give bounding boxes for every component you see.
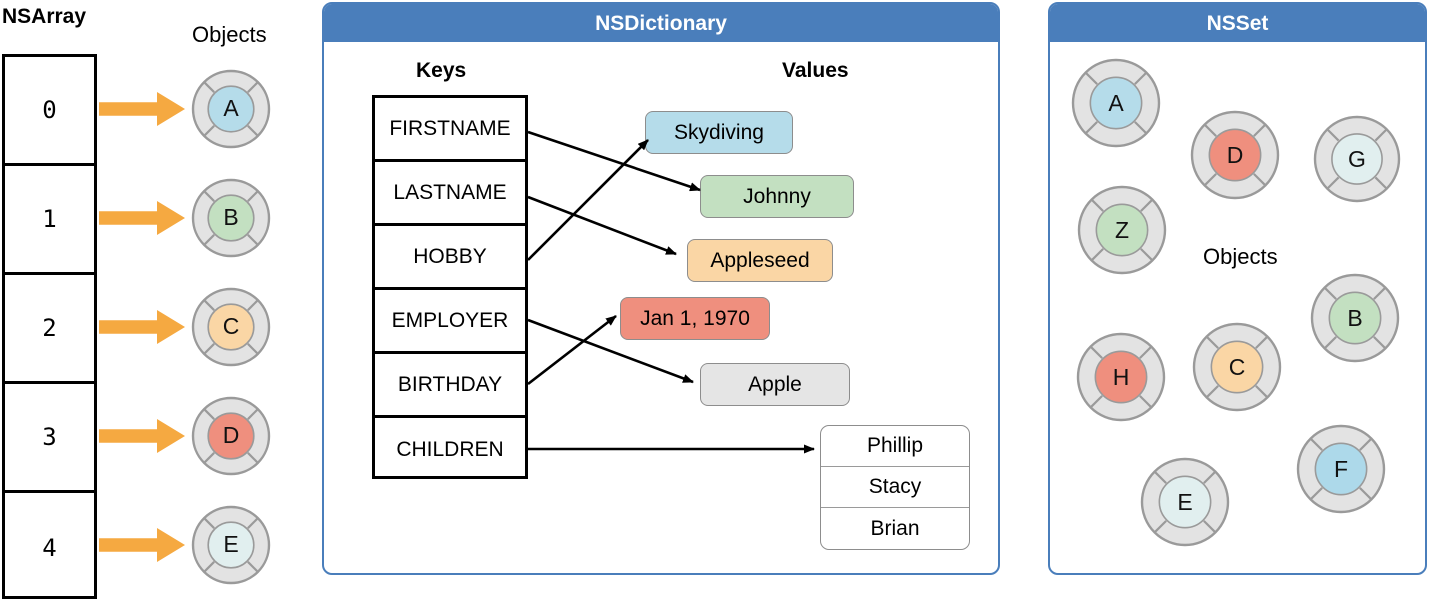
children-list-item[interactable]: Stacy <box>821 467 969 508</box>
children-list-label: Phillip <box>866 434 924 457</box>
array-pointer-arrow <box>99 309 185 344</box>
object-token-e: E <box>191 505 271 585</box>
dictionary-value-label: Appleseed <box>710 248 810 272</box>
dictionary-key-row[interactable]: HOBBY <box>375 226 525 290</box>
array-index-label: 3 <box>42 423 57 451</box>
children-list-label: Brian <box>870 516 920 540</box>
object-token-b-set: B <box>1310 273 1400 363</box>
dictionary-value-label: Johnny <box>743 184 811 208</box>
object-token-f-set: F <box>1296 424 1386 514</box>
object-token-z-set: Z <box>1077 185 1167 275</box>
array-index-label: 0 <box>42 96 57 124</box>
nsdictionary-header: NSDictionary <box>324 4 998 42</box>
object-token-h-set: H <box>1076 332 1166 422</box>
children-list-item[interactable]: Phillip <box>821 426 969 467</box>
array-pointer-arrow <box>99 527 185 562</box>
object-token-e-set: E <box>1140 457 1230 547</box>
dictionary-key-row[interactable]: LASTNAME <box>375 162 525 226</box>
dictionary-value-label: Apple <box>748 372 802 396</box>
nsarray-objects-label: Objects <box>192 22 267 47</box>
dictionary-key-label: BIRTHDAY <box>397 372 503 396</box>
dictionary-key-label: HOBBY <box>413 244 487 268</box>
dictionary-value-pill[interactable]: Jan 1, 1970 <box>620 297 770 340</box>
object-token-g-set: G <box>1313 115 1401 203</box>
array-index-cell[interactable]: 2 <box>5 275 94 384</box>
dictionary-value-label: Jan 1, 1970 <box>640 306 750 330</box>
object-token-a: A <box>191 69 271 149</box>
array-pointer-arrow <box>99 418 185 453</box>
dictionary-key-row[interactable]: CHILDREN <box>375 418 525 482</box>
values-header: Values <box>782 59 849 82</box>
nsset-header: NSSet <box>1050 4 1425 42</box>
nsdictionary-header-label: NSDictionary <box>595 11 727 35</box>
array-index-cell[interactable]: 3 <box>5 384 94 493</box>
dictionary-key-label: FIRSTNAME <box>389 116 511 140</box>
array-index-cell[interactable]: 0 <box>5 57 94 166</box>
object-token-c-set: C <box>1192 322 1282 412</box>
object-token-d-set: D <box>1190 110 1280 200</box>
array-index-label: 2 <box>42 314 57 342</box>
dictionary-value-pill[interactable]: Skydiving <box>645 111 793 154</box>
array-index-label: 4 <box>42 533 57 562</box>
keys-header: Keys <box>416 59 467 82</box>
dictionary-key-label: CHILDREN <box>396 438 504 461</box>
array-index-label: 1 <box>42 205 57 233</box>
children-list-label: Stacy <box>868 475 922 498</box>
children-list-item[interactable]: Brian <box>821 508 969 549</box>
nsarray-title: NSArray <box>2 5 87 28</box>
object-token-a-set: A <box>1071 58 1161 148</box>
nsset-objects-label: Objects <box>1203 244 1278 269</box>
dictionary-value-pill[interactable]: Appleseed <box>687 239 833 282</box>
dictionary-key-row[interactable]: FIRSTNAME <box>375 98 525 162</box>
dictionary-value-pill[interactable]: Apple <box>700 363 850 406</box>
dictionary-value-label: Skydiving <box>674 120 764 144</box>
array-pointer-arrow <box>99 200 185 235</box>
dictionary-keys-table: FIRSTNAME LASTNAME HOBBY EMPLOYER BIRTHDAY CH… <box>372 95 528 479</box>
dictionary-key-row[interactable]: EMPLOYER <box>375 290 525 354</box>
array-index-cell[interactable]: 4 <box>5 493 94 602</box>
array-pointer-arrow <box>99 91 185 126</box>
dictionary-value-pill[interactable]: Johnny <box>700 175 854 218</box>
dictionary-key-label: EMPLOYER <box>391 308 509 332</box>
nsset-header-label: NSSet <box>1206 11 1269 35</box>
dictionary-key-label: LASTNAME <box>393 180 507 204</box>
nsarray-arrow-layer <box>0 0 300 592</box>
array-index-cell[interactable]: 1 <box>5 166 94 275</box>
nsarray-index-table: 0 1 2 3 4 <box>2 54 97 599</box>
dictionary-key-row[interactable]: BIRTHDAY <box>375 354 525 418</box>
